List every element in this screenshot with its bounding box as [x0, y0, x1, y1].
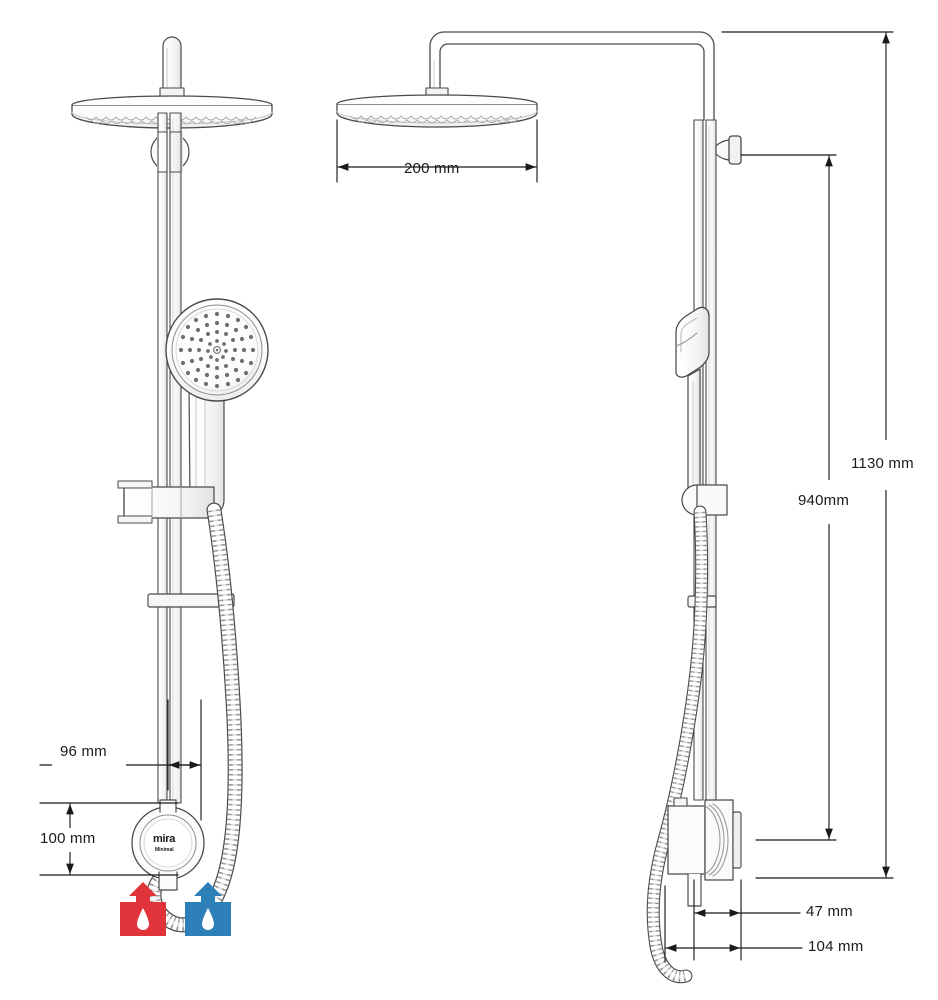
front-handset — [165, 298, 269, 518]
front-view-assembly — [71, 36, 273, 933]
side-head-nozzle-texture — [350, 115, 522, 123]
supply-indicators — [120, 882, 231, 936]
dim-valve-depth — [664, 885, 803, 963]
side-wall-bracket — [715, 135, 742, 165]
front-valve-body — [131, 799, 205, 891]
dim-valve-height — [38, 802, 179, 876]
dimension-lines — [38, 31, 920, 963]
front-handset-nozzles — [178, 311, 256, 389]
dim-label-overall-height: 1130 mm — [851, 455, 914, 472]
front-top-inlet-pipe — [162, 36, 182, 96]
side-view-assembly — [336, 31, 742, 984]
dim-label-valve-depth: 104 mm — [808, 938, 864, 955]
front-riser-rail — [157, 112, 182, 804]
side-valve-body — [667, 797, 742, 907]
dim-label-rail-height: 940mm — [798, 492, 850, 509]
dim-rail-height — [740, 154, 861, 841]
dim-label-outlet-depth: 47 mm — [806, 903, 853, 920]
dim-label-valve-height: 100 mm — [40, 830, 96, 847]
dim-label-head-width: 200 mm — [404, 160, 460, 177]
dim-valve-offset — [39, 699, 202, 821]
cold-water-arrow-icon — [185, 882, 231, 936]
dim-overall-height — [721, 31, 920, 879]
front-handset-holder-bracket — [117, 480, 215, 524]
front-flexible-hose — [146, 502, 243, 933]
dim-head-width — [336, 119, 538, 183]
dim-label-valve-offset: 96 mm — [60, 743, 107, 760]
brand-logo-model: Minimal — [155, 847, 174, 853]
brand-logo-name: mira — [153, 833, 176, 845]
hot-water-arrow-icon — [120, 882, 166, 936]
side-overhead-shower-head — [336, 94, 538, 128]
front-lower-rail-clip — [147, 593, 235, 608]
front-swivel-boss — [150, 131, 190, 173]
side-handset — [675, 306, 710, 507]
